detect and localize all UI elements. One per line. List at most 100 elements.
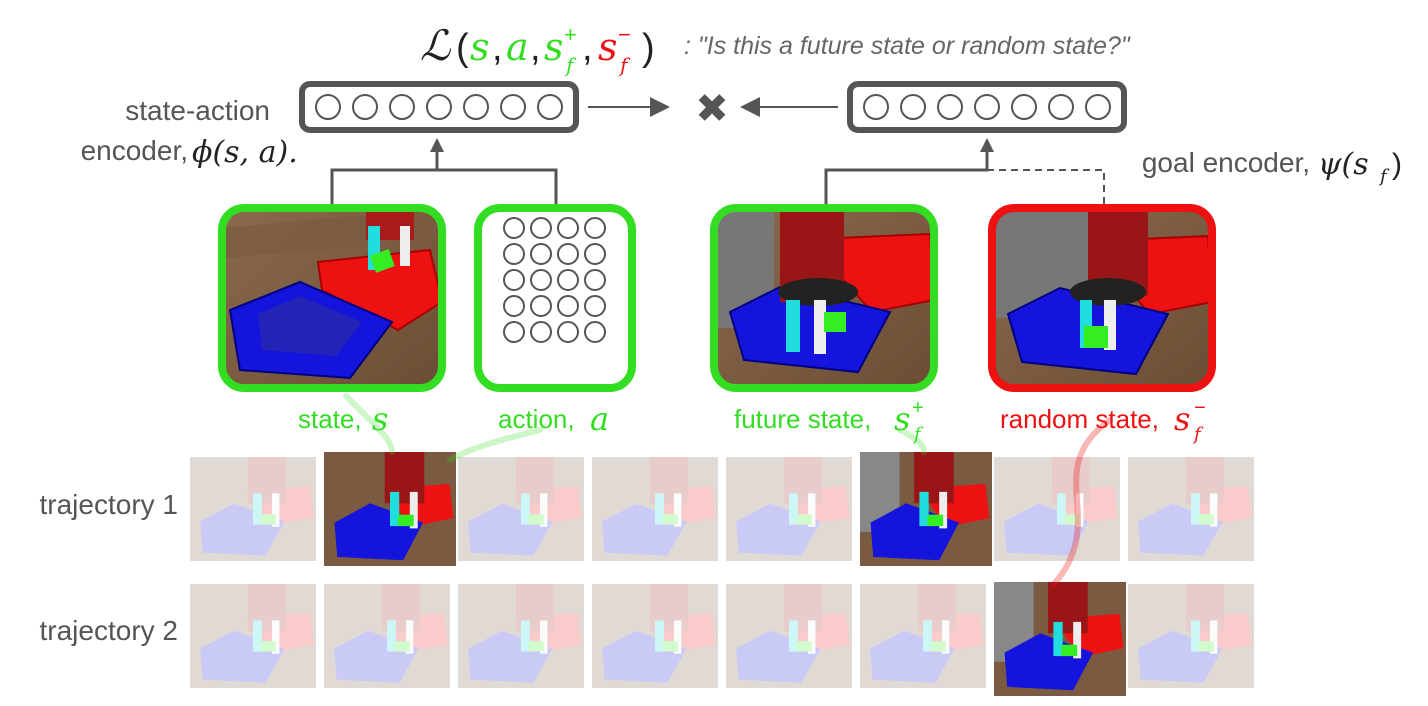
action-node bbox=[584, 243, 606, 265]
goal-embedding-nodes bbox=[863, 94, 1111, 120]
action-node bbox=[503, 321, 525, 343]
embedding-node bbox=[315, 94, 341, 120]
action-node bbox=[503, 243, 525, 265]
embedding-node bbox=[463, 94, 489, 120]
goal-encoder-text: goal encoder, bbox=[1142, 147, 1310, 178]
right-encoder-arrowhead bbox=[980, 138, 994, 152]
loss-symbol: ℒ bbox=[420, 21, 451, 70]
card-labels: state, s action, a future state, s + f r… bbox=[298, 397, 1206, 445]
state-action-encoder-label: state-action encoder, ϕ(s, a). bbox=[81, 95, 298, 170]
trajectory-frame-selected bbox=[994, 582, 1126, 696]
state-action-func: ϕ(s, a). bbox=[192, 135, 298, 170]
embedding-node bbox=[500, 94, 526, 120]
embedding-node bbox=[426, 94, 452, 120]
action-node bbox=[557, 217, 579, 239]
trajectory-frame bbox=[860, 584, 986, 688]
trajectory-2-label: trajectory 2 bbox=[40, 615, 179, 646]
action-node bbox=[584, 295, 606, 317]
future-state-card bbox=[710, 204, 938, 392]
action-node bbox=[530, 243, 552, 265]
trajectory-frame bbox=[994, 457, 1120, 561]
loss-s: s bbox=[470, 25, 490, 69]
loss-comma-3: , bbox=[582, 27, 593, 69]
trajectory-frame bbox=[592, 457, 718, 561]
trajectory-1-frames bbox=[190, 452, 1254, 566]
loss-sup-minus: − bbox=[618, 22, 631, 47]
state-action-line2: encoder, bbox=[81, 135, 188, 166]
action-node bbox=[557, 243, 579, 265]
trajectory-frame bbox=[726, 457, 852, 561]
loss-sup-plus: + bbox=[564, 22, 577, 47]
loss-sf-minus: s bbox=[598, 25, 618, 69]
random-label: random state, bbox=[1000, 404, 1159, 434]
action-node bbox=[530, 321, 552, 343]
goal-func-sub: f bbox=[1378, 166, 1390, 187]
random-sup: − bbox=[1194, 397, 1206, 419]
goal-func-close: ) bbox=[1392, 148, 1402, 181]
embedding-node bbox=[352, 94, 378, 120]
trajectory-2-frames bbox=[190, 582, 1254, 696]
loss-open-paren: ( bbox=[456, 27, 469, 69]
action-node bbox=[557, 295, 579, 317]
loss-close-paren: ) bbox=[642, 27, 655, 69]
state-action-line1: state-action bbox=[125, 95, 270, 126]
trajectory-frame-selected bbox=[324, 452, 456, 566]
trajectory-frame bbox=[458, 457, 584, 561]
future-label: future state, bbox=[734, 404, 871, 434]
goal-func: ψ(s bbox=[1318, 147, 1369, 182]
trajectory-frame bbox=[324, 584, 450, 688]
action-node bbox=[584, 269, 606, 291]
random-sub: f bbox=[1192, 424, 1204, 445]
embedding-node bbox=[974, 94, 1000, 120]
embedding-node bbox=[1048, 94, 1074, 120]
trajectory-frame bbox=[190, 457, 316, 561]
action-node bbox=[503, 217, 525, 239]
left-encoder-arrowhead bbox=[430, 138, 444, 152]
trajectory-frame bbox=[1128, 584, 1254, 688]
loss-question: : "Is this a future state or random stat… bbox=[684, 32, 1131, 60]
trajectory-frame bbox=[190, 584, 316, 688]
random-state-card bbox=[988, 204, 1216, 392]
state-card bbox=[218, 204, 446, 392]
future-var: s bbox=[894, 400, 910, 438]
action-node bbox=[557, 321, 579, 343]
action-node bbox=[530, 269, 552, 291]
action-label: action, bbox=[498, 404, 575, 434]
embedding-node bbox=[1085, 94, 1111, 120]
action-node bbox=[557, 269, 579, 291]
frame-links bbox=[343, 393, 1113, 587]
random-var: s bbox=[1174, 400, 1190, 438]
embedding-node bbox=[389, 94, 415, 120]
embedding-node bbox=[1011, 94, 1037, 120]
trajectory-frame bbox=[726, 584, 852, 688]
state-action-embedding-nodes bbox=[315, 94, 563, 120]
loss-comma-1: , bbox=[492, 27, 503, 69]
action-node bbox=[530, 295, 552, 317]
embedding-node bbox=[900, 94, 926, 120]
trajectory-frame bbox=[592, 584, 718, 688]
trajectory-frame-selected bbox=[860, 452, 992, 566]
trajectory-frame bbox=[458, 584, 584, 688]
state-label: state, bbox=[298, 404, 362, 434]
trajectory-frame bbox=[1128, 457, 1254, 561]
trajectory-1-label: trajectory 1 bbox=[40, 489, 179, 520]
action-card bbox=[474, 204, 636, 392]
loss-formula: ℒ ( s , a , s + f , s − f ) : "Is this a… bbox=[420, 21, 1131, 77]
loss-comma-2: , bbox=[530, 27, 541, 69]
action-node bbox=[584, 321, 606, 343]
loss-sf-plus: s bbox=[544, 25, 564, 69]
embedding-node bbox=[537, 94, 563, 120]
action-node bbox=[584, 217, 606, 239]
embedding-node bbox=[937, 94, 963, 120]
action-node bbox=[503, 269, 525, 291]
future-sup: + bbox=[912, 397, 924, 419]
state-action-encoder bbox=[299, 81, 579, 133]
goal-encoder bbox=[847, 81, 1127, 133]
goal-encoder-label: goal encoder, ψ(s f ) bbox=[1142, 147, 1402, 187]
loss-sub-f-2: f bbox=[618, 53, 631, 77]
combine-x-icon: ✖ bbox=[695, 87, 729, 131]
loss-a: a bbox=[506, 25, 529, 69]
action-vector-nodes bbox=[503, 217, 606, 343]
state-var: s bbox=[372, 400, 388, 438]
